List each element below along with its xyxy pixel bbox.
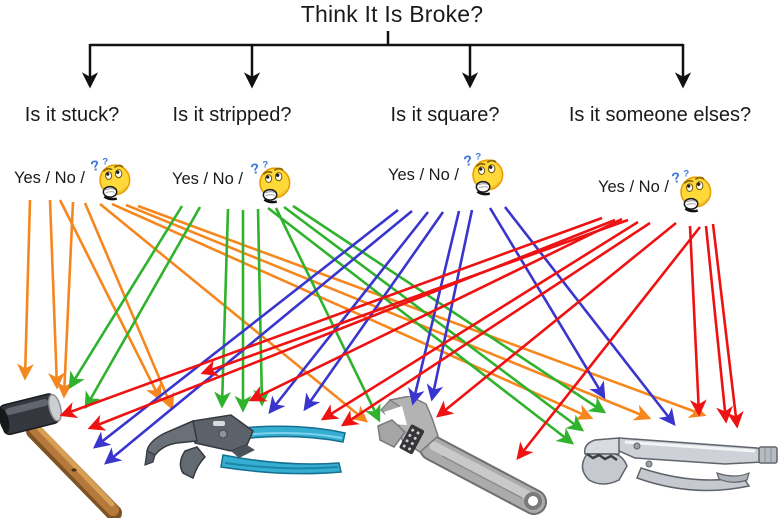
thinking-emoji-icon: [90, 155, 132, 201]
question-square: Is it square?: [390, 104, 500, 126]
diagram-title: Think It Is Broke?: [300, 1, 484, 27]
answer-arrow-stuck: [58, 199, 162, 402]
answer-arrow-someone-elses: [340, 221, 651, 427]
question-someone-elses: Is it someone elses?: [568, 104, 752, 126]
answer-arrow-stripped: [84, 206, 202, 410]
answer-arrow-stripped: [253, 208, 271, 407]
answer-arrow-stuck: [48, 199, 65, 390]
adjustable-wrench-image: [377, 396, 547, 515]
tongue-groove-pliers-image: [144, 414, 346, 480]
answer-arrow-someone-elses: [59, 216, 603, 419]
thinking-emoji-icon: [250, 158, 292, 204]
answer-arrow-stuck: [16, 199, 34, 381]
question-stripped: Is it stripped?: [172, 104, 292, 126]
locking-pliers-image: [581, 437, 778, 492]
answer-arrow-stuck: [111, 202, 594, 420]
answer-arrow-someone-elses: [704, 225, 733, 424]
answer-arrow-stripped: [213, 208, 231, 409]
question-stuck: Is it stuck?: [24, 104, 120, 126]
answer-arrow-square: [426, 209, 474, 402]
thinking-emoji-icon: [463, 150, 505, 196]
answer-arrow-stripped: [68, 205, 184, 390]
decision-tree-connector: [81, 31, 692, 89]
thinking-emoji-icon: [671, 167, 713, 213]
answer-arrow-square: [488, 207, 606, 400]
answer-arrow-someone-elses: [248, 217, 623, 402]
answer-arrow-stripped: [292, 204, 607, 414]
answer-arrow-stuck: [83, 202, 175, 411]
sledgehammer-image: [0, 393, 122, 518]
answer-arrow-someone-elses: [200, 218, 629, 377]
answer-arrow-someone-elses: [435, 221, 677, 418]
options-label-someone-elses: Yes / No /: [598, 178, 669, 196]
answer-arrow-someone-elses: [516, 226, 702, 461]
answer-arrow-stripped: [267, 206, 575, 445]
options-label-stripped: Yes / No /: [172, 170, 243, 188]
answer-arrow-square: [408, 210, 461, 406]
options-label-stuck: Yes / No /: [14, 169, 85, 187]
answer-arrow-square: [103, 209, 413, 465]
answer-arrow-square: [92, 208, 399, 449]
answer-arrow-stuck: [56, 201, 75, 399]
options-label-square: Yes / No /: [388, 166, 459, 184]
answer-arrow-someone-elses: [320, 220, 639, 421]
answer-arrow-someone-elses: [87, 218, 616, 431]
answer-arrow-stripped: [274, 207, 381, 423]
answer-arrow-someone-elses: [711, 223, 744, 429]
answer-arrow-someone-elses: [688, 225, 707, 417]
